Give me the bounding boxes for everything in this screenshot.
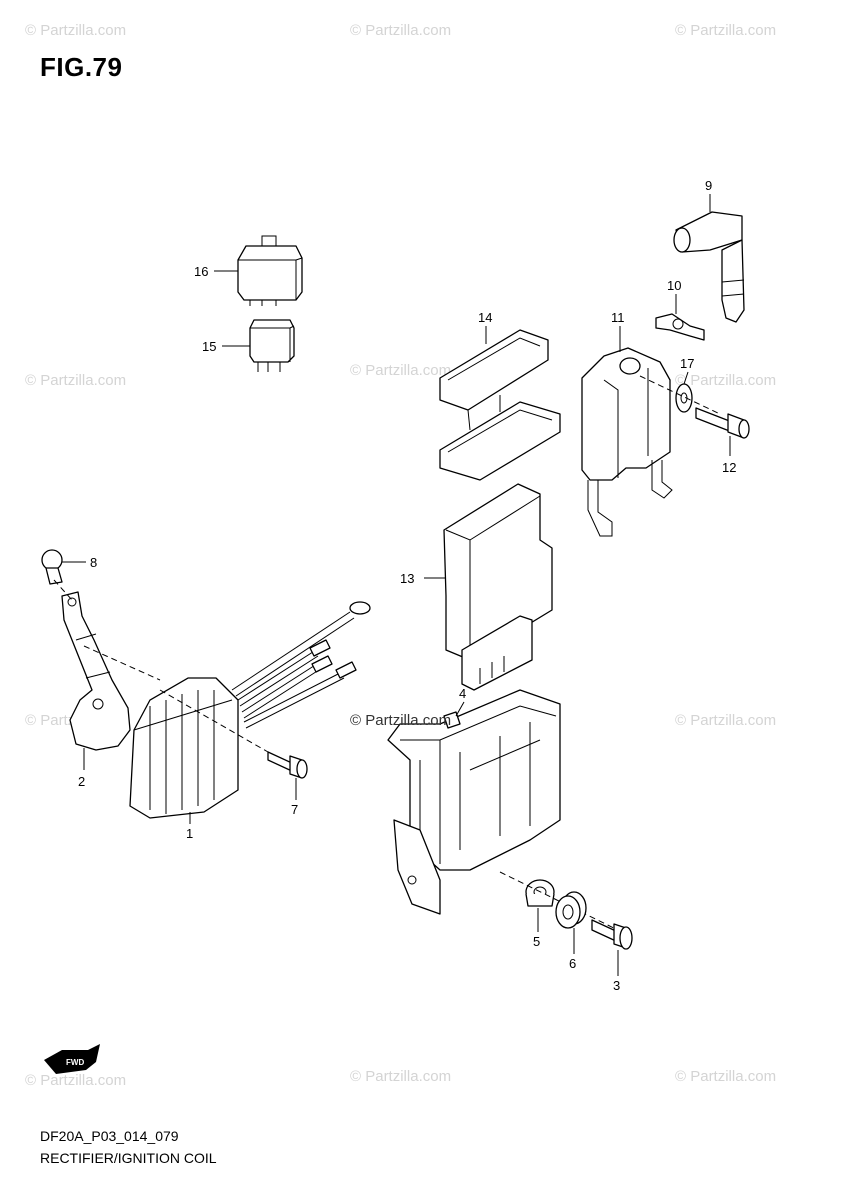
fwd-label: FWD bbox=[66, 1058, 84, 1067]
holder-4[interactable] bbox=[387, 689, 561, 915]
rectifier-1[interactable] bbox=[129, 677, 239, 819]
grommet-5[interactable] bbox=[525, 879, 555, 907]
ecm-cover-14[interactable] bbox=[439, 329, 561, 481]
bolt-12[interactable] bbox=[695, 407, 750, 439]
figure-caption: RECTIFIER/IGNITION COIL bbox=[40, 1150, 217, 1166]
bolt-7[interactable] bbox=[267, 751, 308, 779]
callout-7: 7 bbox=[291, 802, 298, 817]
watermark: © Partzilla.com bbox=[675, 712, 777, 729]
bolt-8[interactable] bbox=[41, 549, 63, 585]
callout-6: 6 bbox=[569, 956, 576, 971]
callout-14: 14 bbox=[478, 310, 492, 325]
callout-4: 4 bbox=[459, 686, 466, 701]
fwd-arrow-icon: FWD bbox=[44, 1044, 100, 1074]
callout-16: 16 bbox=[194, 264, 208, 279]
bracket-2[interactable] bbox=[61, 591, 131, 751]
watermark: © Partzilla.com bbox=[25, 22, 127, 39]
bolt-3[interactable] bbox=[591, 919, 633, 950]
watermark: © Partzilla.com bbox=[25, 372, 127, 389]
callout-12: 12 bbox=[722, 460, 736, 475]
callout-13: 13 bbox=[400, 571, 414, 586]
relay-15[interactable] bbox=[249, 319, 295, 372]
washer-17[interactable] bbox=[675, 383, 693, 413]
callout-17: 17 bbox=[680, 356, 694, 371]
callout-2: 2 bbox=[78, 774, 85, 789]
watermark: © Partzilla.com bbox=[675, 1068, 777, 1085]
watermark: © Partzilla.com bbox=[350, 362, 452, 379]
watermark: © Partzilla.com bbox=[675, 22, 777, 39]
callout-15: 15 bbox=[202, 339, 216, 354]
watermark: © Partzilla.com bbox=[350, 1068, 452, 1085]
clamp-10[interactable] bbox=[655, 313, 705, 341]
callout-1: 1 bbox=[186, 826, 193, 841]
rectifier-wires bbox=[231, 601, 371, 729]
figure-title: FIG.79 bbox=[40, 52, 123, 82]
center-watermark: © Partzilla.com bbox=[350, 712, 452, 729]
callout-5: 5 bbox=[533, 934, 540, 949]
ignition-coil-11[interactable] bbox=[581, 347, 673, 537]
callout-8: 8 bbox=[90, 555, 97, 570]
callout-3: 3 bbox=[613, 978, 620, 993]
callout-10: 10 bbox=[667, 278, 681, 293]
ecm-13[interactable] bbox=[443, 483, 553, 691]
callout-11: 11 bbox=[611, 310, 625, 325]
collar-6[interactable] bbox=[555, 891, 587, 929]
relay-16[interactable] bbox=[237, 235, 303, 306]
watermark: © Partzilla.com bbox=[25, 1072, 127, 1089]
watermark: © Partzilla.com bbox=[675, 372, 777, 389]
drawing-code: DF20A_P03_014_079 bbox=[40, 1128, 179, 1144]
callout-9: 9 bbox=[705, 178, 712, 193]
plug-cap-9[interactable] bbox=[673, 211, 745, 323]
watermark: © Partzilla.com bbox=[350, 22, 452, 39]
